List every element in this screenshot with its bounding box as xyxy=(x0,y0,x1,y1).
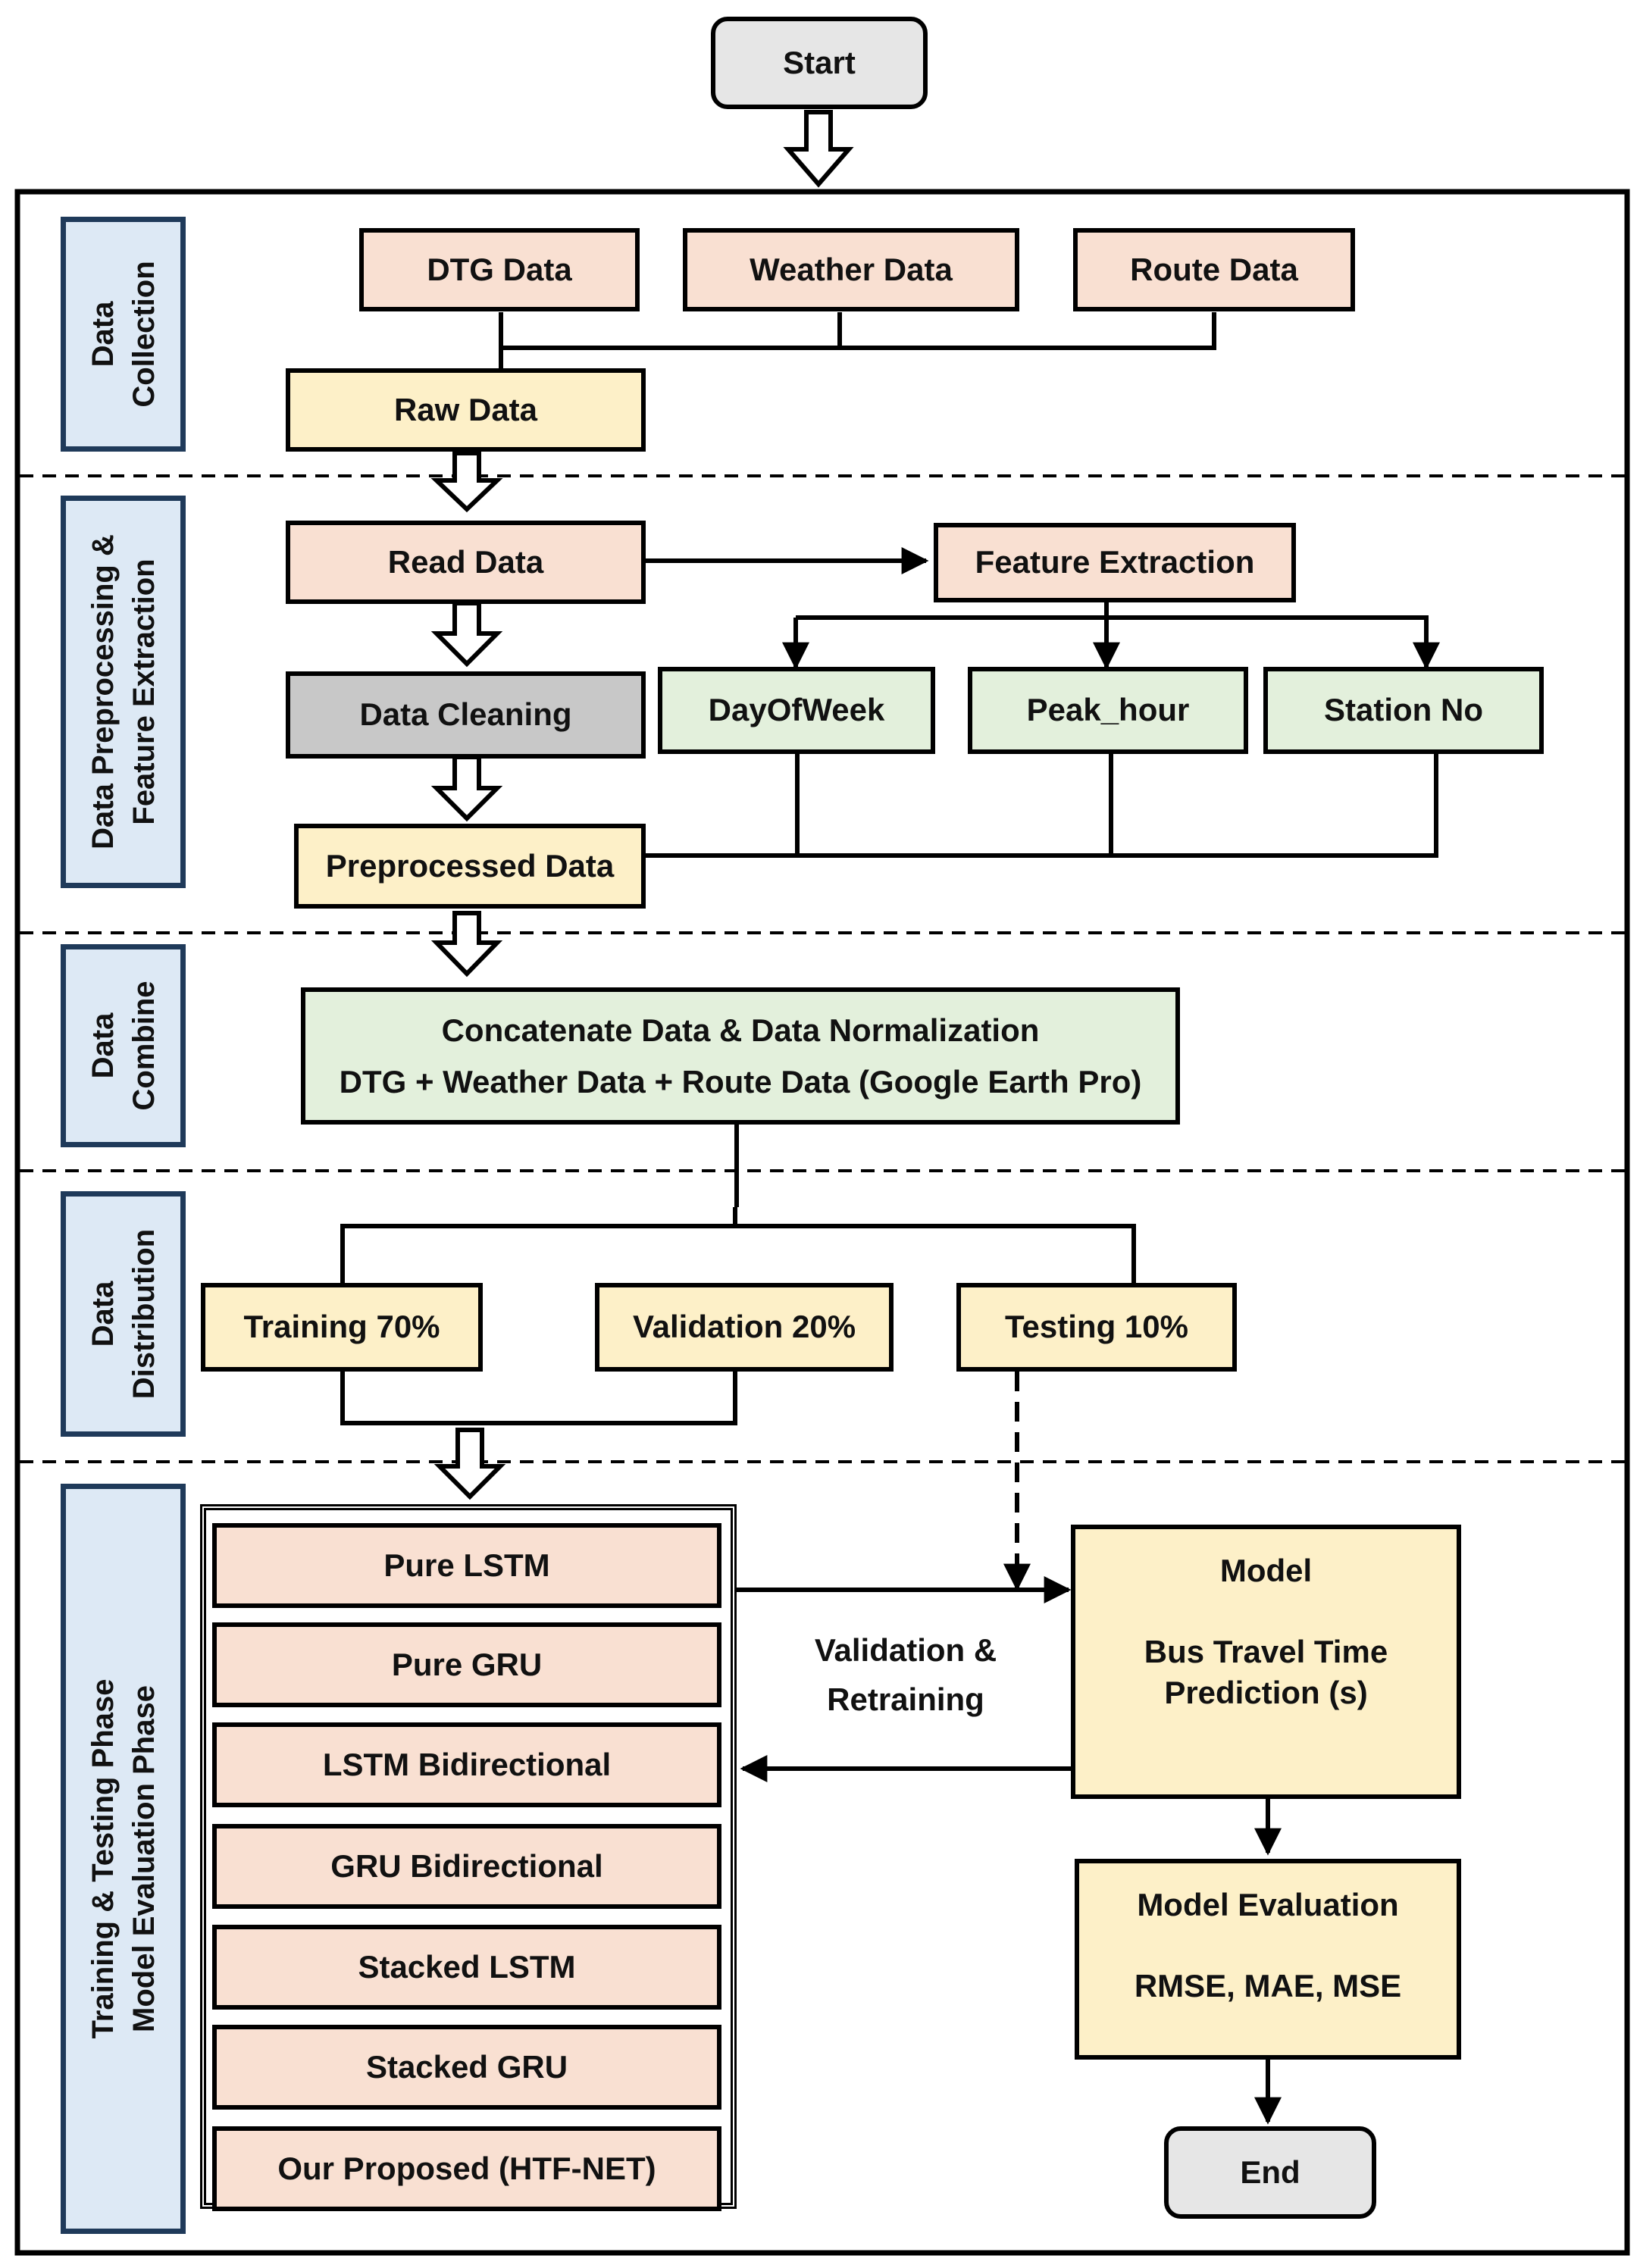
model-item: Stacked GRU xyxy=(212,2025,721,2110)
model-item: Pure LSTM xyxy=(212,1523,721,1608)
model-item: Pure GRU xyxy=(212,1622,721,1707)
combine-line-1: Concatenate Data & Data Normalization xyxy=(441,1012,1040,1049)
preprocessed-data-box: Preprocessed Data xyxy=(294,824,646,909)
hollow-arrows xyxy=(430,110,854,1500)
feature-dayofweek-box: DayOfWeek xyxy=(658,667,935,754)
model-item: Our Proposed (HTF-NET) xyxy=(212,2126,721,2211)
end-terminal: End xyxy=(1164,2126,1376,2219)
concatenate-normalization-box: Concatenate Data & Data Normalization DT… xyxy=(301,987,1180,1125)
training-split-box: Training 70% xyxy=(201,1283,483,1372)
phase-separators xyxy=(20,474,1625,1463)
feature-extraction-box: Feature Extraction xyxy=(934,523,1296,602)
dtg-data-box: DTG Data xyxy=(359,228,640,311)
model-item: GRU Bidirectional xyxy=(212,1824,721,1909)
feature-peak-hour-box: Peak_hour xyxy=(968,667,1248,754)
route-data-box: Route Data xyxy=(1073,228,1355,311)
validation-split-box: Validation 20% xyxy=(595,1283,894,1372)
connector-lines xyxy=(340,312,1440,2125)
model-line-2: Prediction (s) xyxy=(1164,1675,1368,1711)
raw-data-box: Raw Data xyxy=(286,368,646,452)
model-item: Stacked LSTM xyxy=(212,1925,721,2010)
start-terminal: Start xyxy=(711,17,928,109)
model-title: Model xyxy=(1219,1553,1313,1588)
combine-line-2: DTG + Weather Data + Route Data (Google … xyxy=(339,1063,1142,1100)
end-label: End xyxy=(1240,2154,1300,2190)
model-evaluation-box: Model Evaluation RMSE, MAE, MSE xyxy=(1075,1859,1461,2060)
model-prediction-box: Model Bus Travel Time Prediction (s) xyxy=(1071,1525,1461,1799)
evaluation-title: Model Evaluation xyxy=(1137,1887,1399,1922)
phase-preprocessing-label: Data Preprocessing &Feature Extraction xyxy=(86,534,161,849)
testing-split-box: Testing 10% xyxy=(956,1283,1237,1372)
phase-preprocessing: Data Preprocessing &Feature Extraction xyxy=(61,496,186,888)
feature-station-no-box: Station No xyxy=(1263,667,1544,754)
validation-retraining-label: Validation &Retraining xyxy=(814,1632,997,1718)
model-line-1: Bus Travel Time xyxy=(1144,1633,1388,1669)
start-label: Start xyxy=(783,44,856,80)
read-data-box: Read Data xyxy=(286,521,646,604)
weather-data-box: Weather Data xyxy=(683,228,1019,311)
model-item: LSTM Bidirectional xyxy=(212,1722,721,1807)
outer-frame xyxy=(14,189,1630,2256)
data-cleaning-box: Data Cleaning xyxy=(286,671,646,759)
evaluation-metrics: RMSE, MAE, MSE xyxy=(1134,1967,1402,2004)
